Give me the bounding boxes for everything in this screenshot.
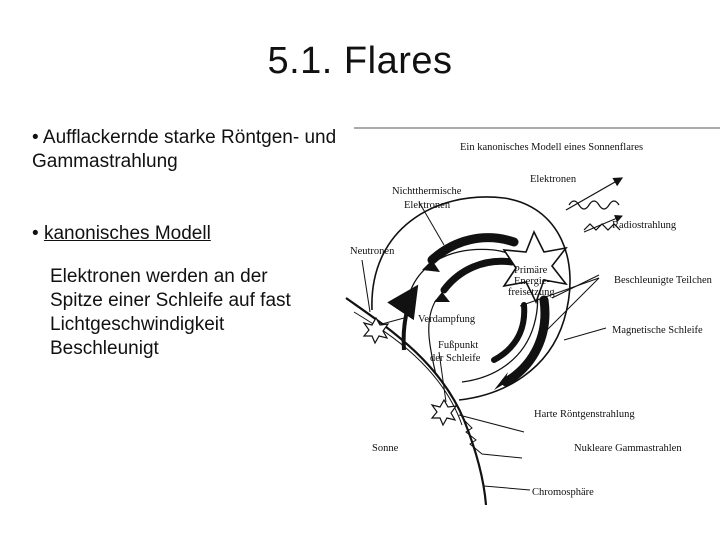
bullet-marker: •: [32, 223, 39, 244]
label-harte: Harte Röntgenstrahlung: [534, 409, 635, 420]
pointer-line: [418, 201, 445, 246]
figure-title: Ein kanonisches Modell eines Sonnenflare…: [460, 142, 643, 153]
gamma-ray-zigzag-icon: [463, 419, 523, 459]
flare-model-figure: Ein kanonisches Modell eines Sonnenflare…: [344, 120, 720, 505]
particle-arrow-left-2: [440, 257, 516, 294]
particle-arrowhead: [494, 372, 508, 390]
bullet-1-text: Aufflackernde starke Röntgen- und Gammas…: [32, 127, 337, 172]
label-elektronen: Elektronen: [530, 174, 577, 185]
description-line: Beschleunigt: [50, 338, 159, 359]
pointer-line: [438, 351, 447, 403]
label-beschleunigte: Beschleunigte Teilchen: [614, 275, 713, 286]
pointer-line: [361, 259, 371, 313]
electron-spiral-icon: [568, 200, 620, 210]
magnetic-loop-outer: [371, 196, 571, 401]
pointer-line: [483, 485, 531, 491]
loop-inner-column: [428, 299, 437, 376]
particle-arrow-left: [427, 233, 519, 265]
label-chromosphaere: Chromosphäre: [532, 487, 594, 498]
electron-arrow: [565, 177, 624, 211]
particle-arrowhead: [434, 292, 450, 302]
bullet-2-text: kanonisches Modell: [43, 223, 211, 244]
label-nukleare: Nukleare Gammastrahlen: [574, 443, 682, 454]
particle-arrowhead: [422, 260, 440, 272]
energy-release-star-icon: [502, 230, 568, 305]
pointer-line: [541, 277, 600, 336]
bullet-1: • Aufflackernde starke Röntgen- und Gamm…: [32, 126, 352, 174]
model-description: Elektronen werden an der Spitze einer Sc…: [50, 265, 350, 361]
footpoint-star-icon: [430, 398, 458, 427]
sun-surface: [345, 297, 488, 505]
pointer-line: [563, 327, 607, 341]
bullet-marker: •: [32, 127, 39, 148]
label-neutronen: Neutronen: [350, 246, 395, 257]
particle-arrow-down: [501, 295, 550, 387]
description-line: Elektronen werden an der: [50, 266, 268, 287]
radio-arrow: [583, 215, 623, 233]
label-primaere-3: freisetzung: [508, 287, 555, 298]
pointer-line: [458, 414, 525, 433]
slide-title: 5.1. Flares: [267, 40, 453, 82]
label-primaere: Primäre: [514, 265, 548, 276]
label-nichtthermische-2: Elektronen: [404, 200, 451, 211]
label-radiostrahlung: Radiostrahlung: [612, 220, 677, 231]
footpoint-star-icon: [362, 316, 390, 345]
bullet-2: • kanonisches Modell: [32, 222, 352, 246]
label-fusspunkt: Fußpunkt: [438, 340, 478, 351]
label-magnetische: Magnetische Schleife: [612, 325, 703, 336]
pointer-line: [381, 317, 405, 325]
label-primaere-2: Energie-: [514, 276, 550, 287]
label-nichtthermische: Nichtthermische: [392, 186, 462, 197]
label-verdampfung: Verdampfung: [418, 314, 476, 325]
particle-arrow-down-2: [491, 302, 528, 363]
pointer-line: [519, 277, 600, 307]
description-line: Spitze einer Schleife auf fast: [50, 290, 291, 311]
evaporation-arrow: [387, 284, 419, 351]
description-line: Lichtgeschwindigkeit: [50, 314, 225, 335]
label-sonne: Sonne: [372, 443, 399, 454]
label-fusspunkt-2: der Schleife: [430, 353, 481, 364]
